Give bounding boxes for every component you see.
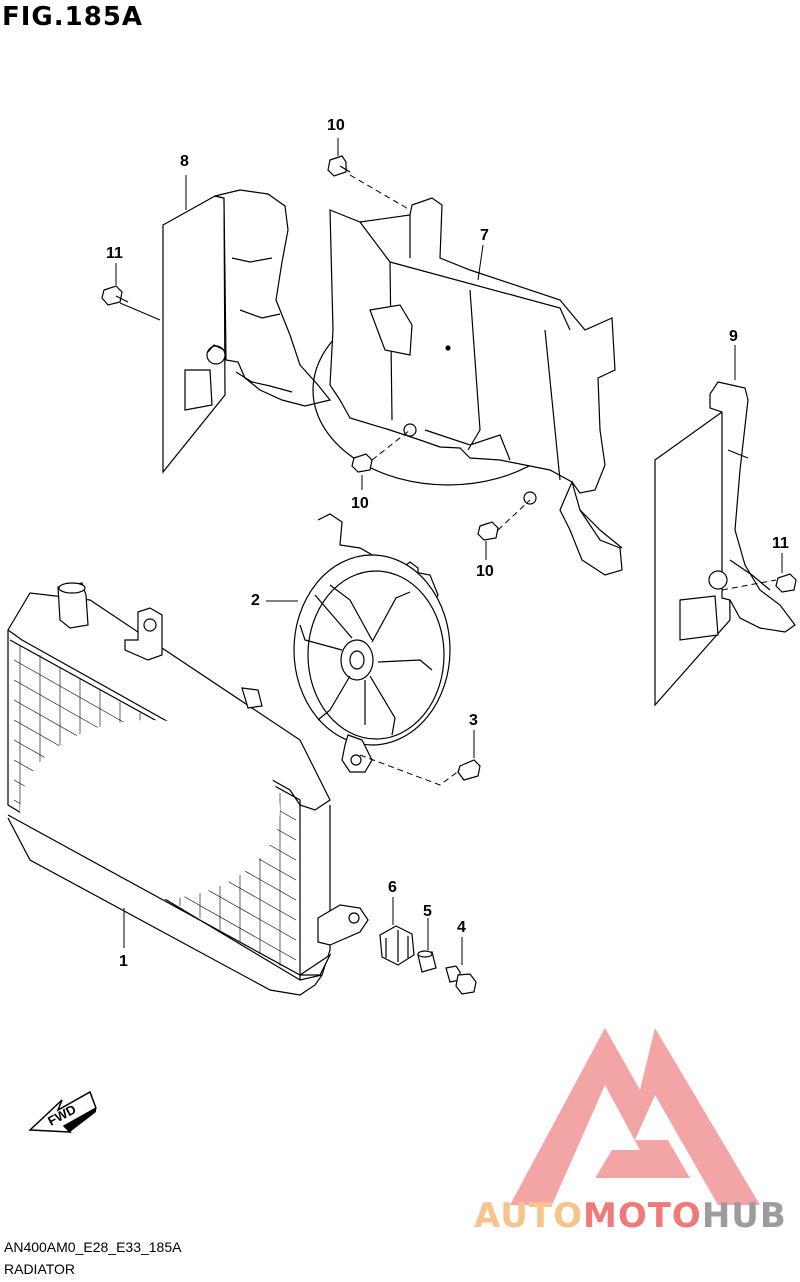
callout-9: 9 xyxy=(729,328,738,345)
air-guide-left xyxy=(162,189,332,474)
callout-10-middle: 10 xyxy=(351,495,369,512)
callout-4: 4 xyxy=(457,919,466,936)
watermark-text: AUTOMOTOHUB xyxy=(474,1196,787,1236)
watermark-logo xyxy=(510,1028,760,1205)
air-guide-right xyxy=(654,381,796,707)
cooling-fan xyxy=(293,513,451,773)
callout-11-right: 11 xyxy=(772,535,789,552)
watermark-moto: MOTO xyxy=(582,1196,702,1236)
callout-3: 3 xyxy=(469,712,478,729)
callout-1: 1 xyxy=(119,953,128,970)
bolt-4 xyxy=(445,965,477,995)
leader-lines xyxy=(115,138,783,965)
figure-title: FIG.185A xyxy=(2,2,144,32)
callout-11-left: 11 xyxy=(106,245,123,262)
watermark-hub: HUB xyxy=(701,1196,787,1236)
bolt-10-middle xyxy=(351,453,373,473)
bolt-3 xyxy=(457,759,481,781)
bolt-11-left xyxy=(101,285,129,306)
collar-5 xyxy=(417,950,437,973)
diagram-code: AN400AM0_E28_E33_185A xyxy=(4,1239,182,1255)
diagram-name: RADIATOR xyxy=(4,1261,76,1277)
bolt-11-right xyxy=(775,573,797,593)
callout-2: 2 xyxy=(251,592,260,609)
callout-7: 7 xyxy=(480,227,489,244)
callout-5: 5 xyxy=(423,903,432,920)
watermark-auto: AUTO xyxy=(474,1196,583,1236)
fwd-arrow: FWD xyxy=(28,1090,97,1138)
callout-6: 6 xyxy=(388,879,397,896)
grommet-6 xyxy=(379,925,415,966)
bolt-10-lower xyxy=(477,521,499,541)
callout-10-top: 10 xyxy=(327,117,345,134)
bolt-10-top xyxy=(327,155,351,177)
radiator xyxy=(7,582,369,996)
callout-8: 8 xyxy=(180,153,189,170)
callout-10-lower: 10 xyxy=(476,563,494,580)
fan-shroud xyxy=(312,197,623,576)
